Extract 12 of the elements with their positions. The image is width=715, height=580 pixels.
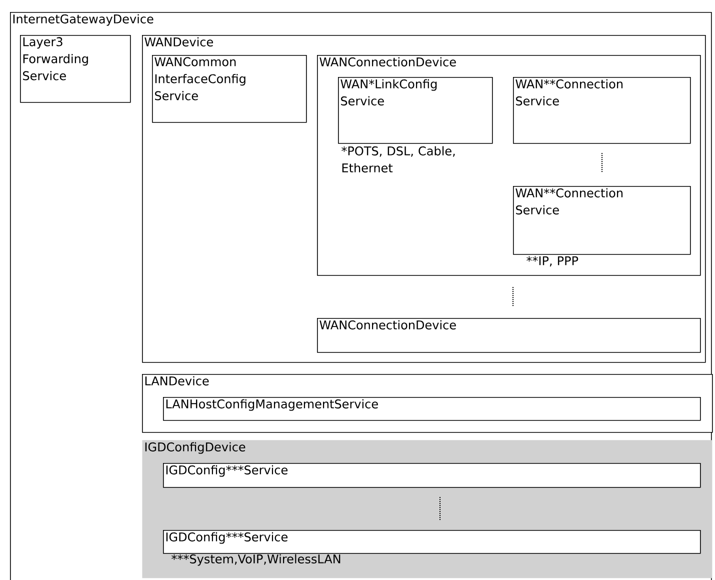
service-box: LANHostConfigManagementService [163,396,701,421]
service-box: WAN*LinkConfig Service [338,77,493,144]
footnote-text: *POTS, DSL, Cable, Ethernet [342,146,455,172]
service-box: WANConnectionDevice [317,318,701,353]
footnote-text: ***System,VoIP,WirelessLAN [172,554,340,566]
service-box: WANCommon InterfaceConfig Service [152,55,307,123]
footnote-text: **IP, PPP [526,256,578,266]
service-box: WAN**Connection Service [513,186,691,255]
service-box: Layer3 Forwarding Service [20,35,131,103]
service-box: IGDConfig***Service [163,462,701,488]
service-box: IGDConfig***Service [163,530,701,554]
service-box: WAN**Connection Service [513,77,691,144]
